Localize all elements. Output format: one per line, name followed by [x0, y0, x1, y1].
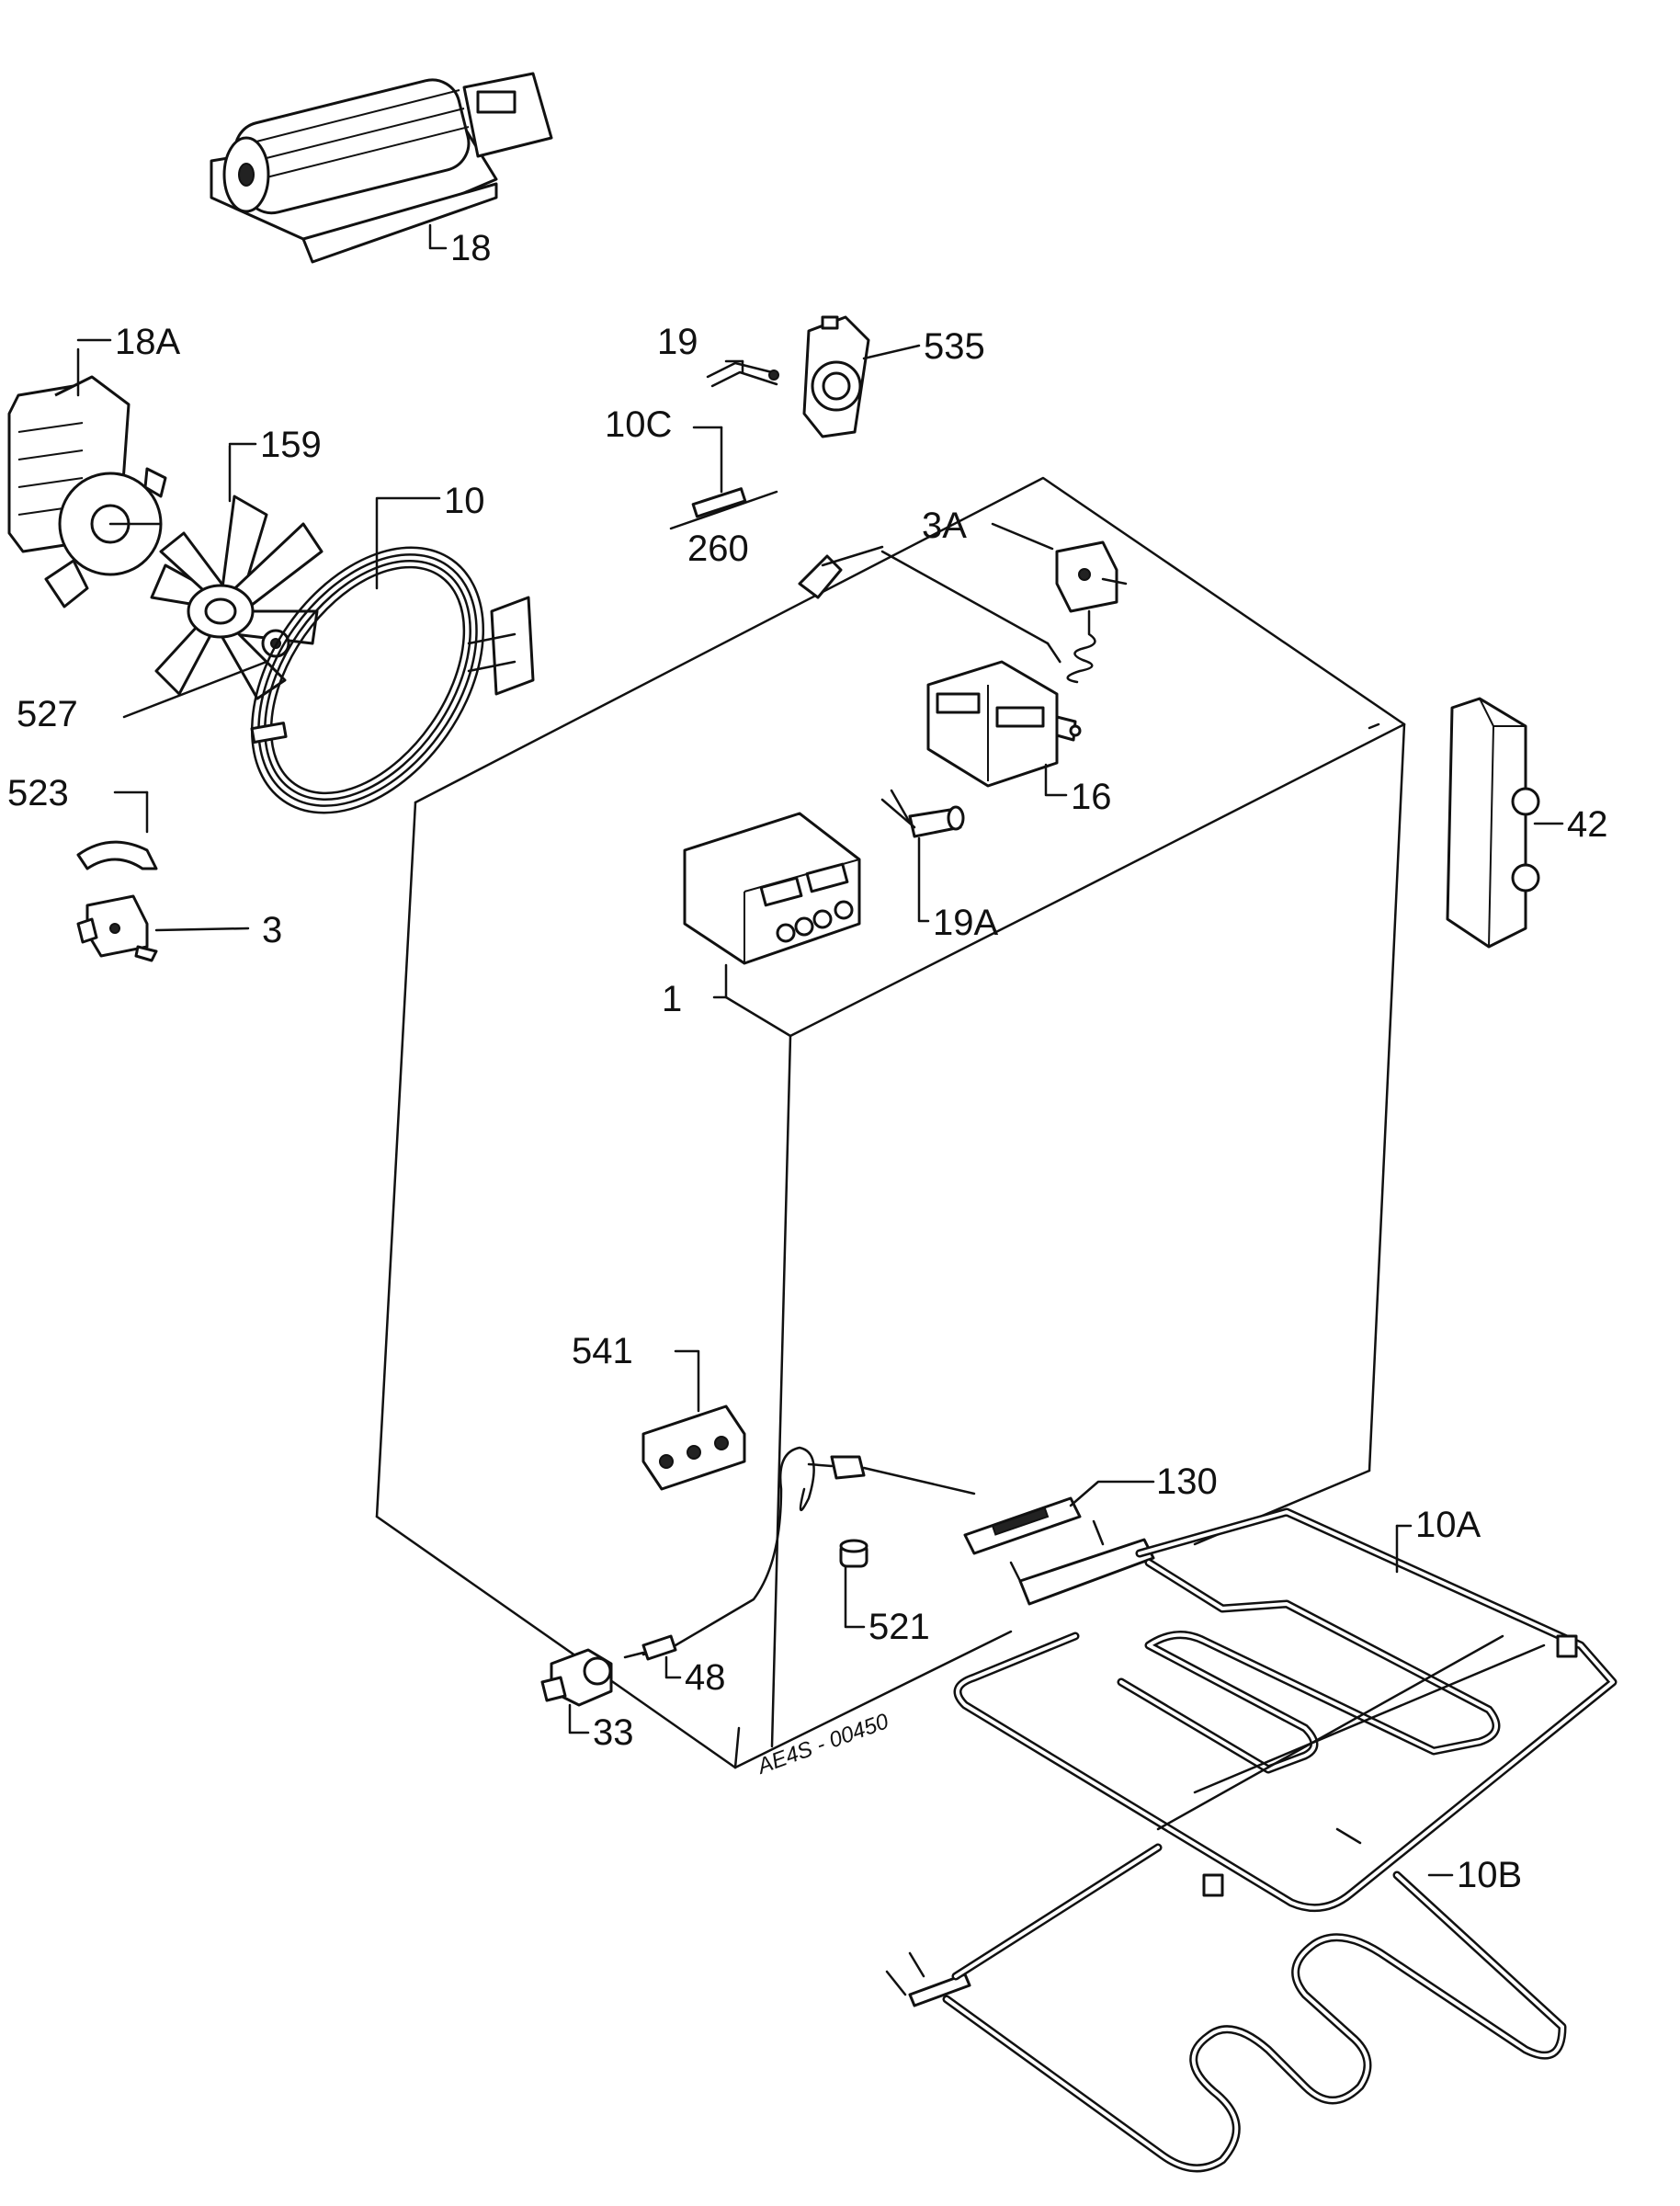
- part-label-18: 18: [450, 228, 492, 268]
- part-label-260: 260: [687, 529, 749, 569]
- electronic-timer-part: [683, 812, 861, 965]
- capillary-thermostat-part: [1055, 540, 1128, 684]
- part-label-541: 541: [572, 1331, 633, 1371]
- leader-lines: [76, 223, 1564, 1877]
- part-label-10: 10: [444, 481, 485, 521]
- control-panel-part: [1446, 697, 1540, 949]
- part-label-3a: 3A: [922, 506, 967, 546]
- part-label-33: 33: [593, 1712, 634, 1753]
- part-label-18a: 18A: [115, 322, 180, 362]
- element-bracket-part: [963, 1496, 1082, 1555]
- part-label-527: 527: [17, 694, 78, 734]
- meat-probe-part: [623, 1446, 976, 1661]
- part-label-1: 1: [662, 979, 682, 1019]
- part-label-130: 130: [1156, 1461, 1218, 1502]
- circular-element-part: [250, 546, 535, 814]
- part-label-159: 159: [260, 425, 322, 465]
- part-label-19: 19: [657, 322, 698, 362]
- part-label-16: 16: [1071, 777, 1112, 817]
- part-label-521: 521: [868, 1607, 930, 1647]
- thermostat-part: [76, 894, 158, 962]
- grill-element-part: [953, 1507, 1618, 1913]
- terminal-block-part: [641, 1404, 746, 1491]
- tangential-fan-part: [210, 72, 553, 264]
- part-label-10c: 10C: [605, 404, 672, 445]
- selector-switch-part: [926, 660, 1082, 788]
- part-label-48: 48: [685, 1657, 726, 1698]
- element-rod-part: [669, 487, 778, 530]
- part-label-19a: 19A: [933, 903, 998, 943]
- part-label-10a: 10A: [1415, 1505, 1481, 1545]
- safety-thermostat-part: [540, 1648, 613, 1707]
- lamp-holder-part: [802, 315, 870, 438]
- fan-motor-part: [7, 375, 167, 608]
- clip-part: [76, 840, 158, 870]
- cap-part: [839, 1539, 868, 1568]
- part-label-10b: 10B: [1457, 1855, 1522, 1895]
- part-label-3: 3: [262, 910, 282, 950]
- probe-sensor-part: [798, 545, 1061, 664]
- indicator-lamp-part: [880, 789, 965, 838]
- part-label-523: 523: [7, 773, 69, 813]
- bottom-element-part: [885, 1827, 1567, 2173]
- part-label-42: 42: [1567, 804, 1608, 845]
- fan-blade-part: [150, 495, 324, 700]
- part-label-535: 535: [924, 326, 985, 367]
- lamp-wire-part: [706, 361, 779, 388]
